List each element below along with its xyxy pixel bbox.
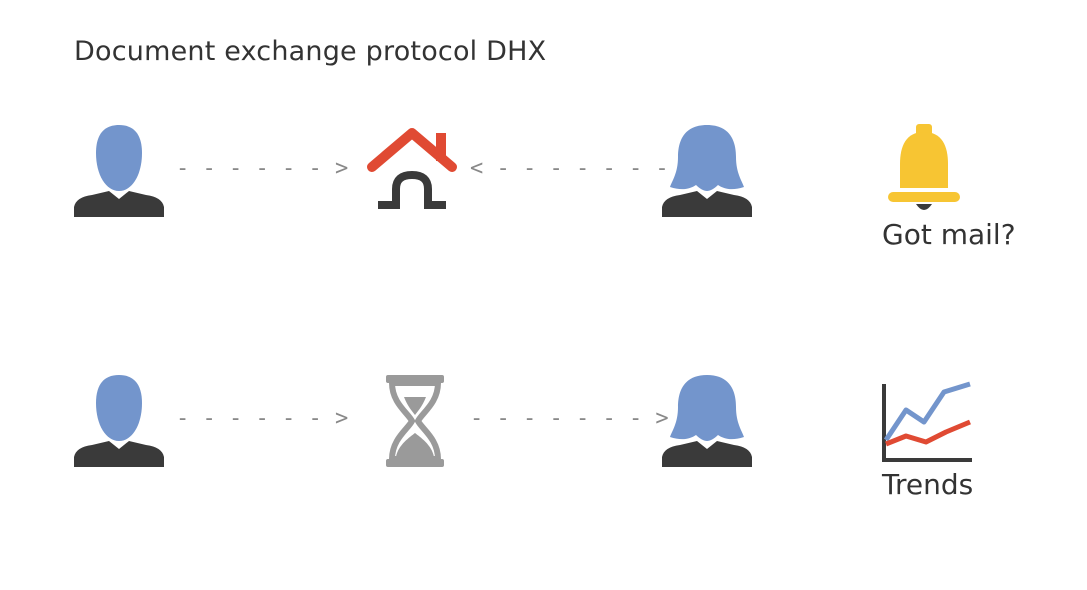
- woman-icon: [662, 375, 752, 467]
- page-title: Document exchange protocol DHX: [74, 36, 547, 67]
- arrow-right: - - - - - - >: [176, 156, 349, 181]
- got-mail-caption: Got mail?: [882, 218, 1016, 251]
- arrow-right-2: - - - - - - - >: [470, 406, 669, 431]
- trends-caption: Trends: [882, 468, 974, 501]
- man-icon: [74, 125, 164, 217]
- bell-icon: [884, 124, 964, 216]
- hourglass-icon: [386, 375, 444, 467]
- arrow-left: < - - - - - - -: [470, 156, 669, 181]
- man-icon: [74, 375, 164, 467]
- house-icon: [366, 127, 458, 209]
- line-chart-icon: [880, 380, 974, 464]
- arrow-right: - - - - - - >: [176, 406, 349, 431]
- woman-icon: [662, 125, 752, 217]
